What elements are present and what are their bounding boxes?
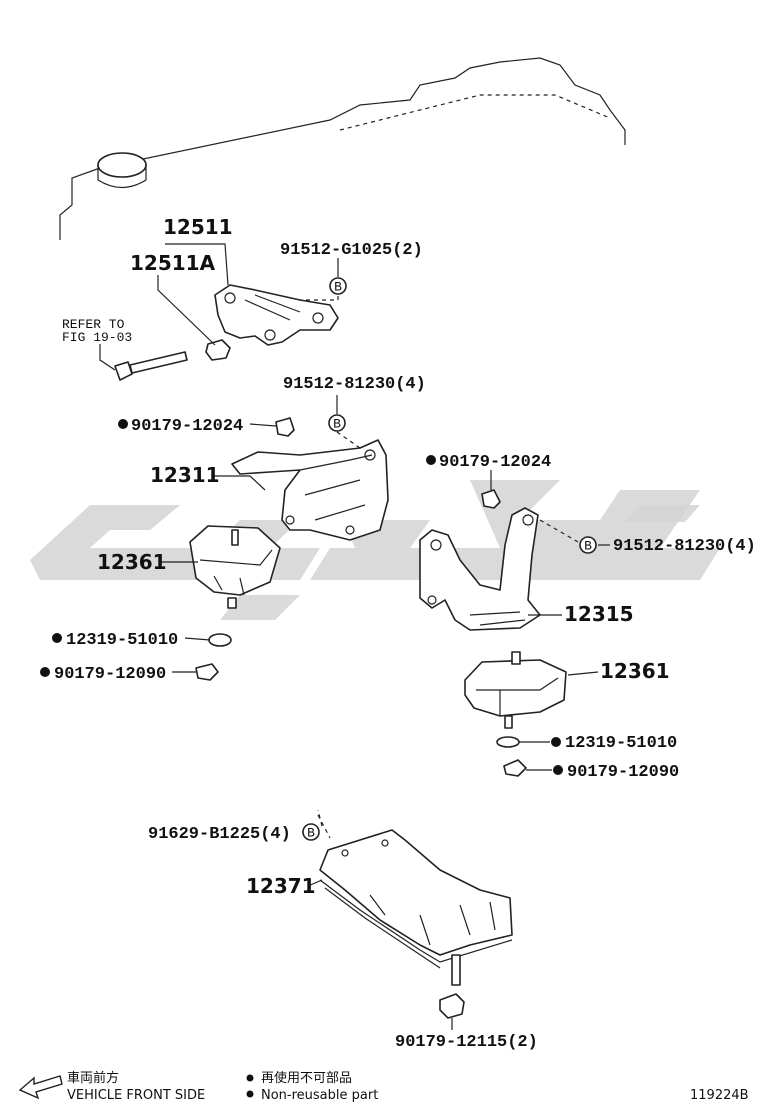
footer-nonreusable-en: Non-reusable part: [261, 1088, 378, 1103]
bolt-marker-4: B: [302, 823, 320, 841]
bracket-12315: [419, 507, 541, 631]
bolt-markers: B B B B: [302, 277, 597, 841]
label-90179-12024-a: 90179-12024: [131, 417, 243, 436]
footer-front-jp: 車両前方: [67, 1070, 119, 1086]
long-bolt: [114, 351, 188, 381]
label-refer-to: REFER TO: [62, 317, 125, 332]
nonreusable-markers: [40, 419, 563, 1098]
insulator-12361-left: [189, 525, 281, 609]
label-12511: 12511: [163, 215, 233, 239]
label-12311: 12311: [150, 463, 220, 487]
label-91512-81230-b: 91512-81230(4): [613, 537, 756, 556]
engine-block-outline: [59, 57, 626, 240]
label-90179-12024-b: 90179-12024: [439, 453, 551, 472]
figure-code: 119224B: [690, 1088, 749, 1103]
cushion-12511a: [205, 339, 231, 361]
nut-90179-12024-right: [481, 489, 501, 509]
label-90179-12090-b: 90179-12090: [567, 763, 679, 782]
svg-text:B: B: [584, 539, 592, 554]
svg-text:B: B: [333, 417, 341, 432]
leader-lines: [99, 243, 610, 1030]
svg-text:B: B: [334, 280, 342, 295]
footer-nonreusable-jp: 再使用不可部品: [261, 1070, 352, 1086]
nut-90179-12090-right: [503, 759, 527, 777]
nut-90179-12115: [439, 993, 465, 1019]
label-90179-12115: 90179-12115(2): [395, 1033, 538, 1052]
label-91629-b1225: 91629-B1225(4): [148, 825, 291, 844]
washer-12319-right: [496, 736, 520, 748]
bolt-marker-3: B: [579, 536, 597, 554]
bracket-12511: [214, 284, 339, 346]
label-12315: 12315: [564, 602, 634, 626]
bracket-12311: [231, 439, 389, 541]
svg-text:B: B: [307, 826, 315, 841]
bolt-marker-1: B: [329, 277, 347, 295]
label-12371: 12371: [246, 874, 316, 898]
footer-front-en: VEHICLE FRONT SIDE: [67, 1088, 205, 1103]
label-12319-51010-b: 12319-51010: [565, 734, 677, 753]
label-12511a: 12511A: [130, 251, 216, 275]
label-91512-81230-a: 91512-81230(4): [283, 375, 426, 394]
label-12361-b: 12361: [600, 659, 670, 683]
label-12319-51010-a: 12319-51010: [66, 631, 178, 650]
insulator-12361-right: [464, 651, 567, 729]
label-12361-a: 12361: [97, 550, 167, 574]
label-90179-12090-a: 90179-12090: [54, 665, 166, 684]
crossmember-12371: [319, 829, 513, 986]
nut-90179-12090-left: [195, 663, 219, 681]
nut-90179-12024-left: [275, 417, 295, 437]
label-91512-g1025: 91512-G1025(2): [280, 241, 423, 260]
label-refer-fig: FIG 19-03: [62, 330, 132, 345]
bolt-marker-2: B: [328, 414, 346, 432]
washer-12319-left: [208, 633, 232, 647]
vehicle-front-arrow-icon: [18, 1075, 63, 1100]
